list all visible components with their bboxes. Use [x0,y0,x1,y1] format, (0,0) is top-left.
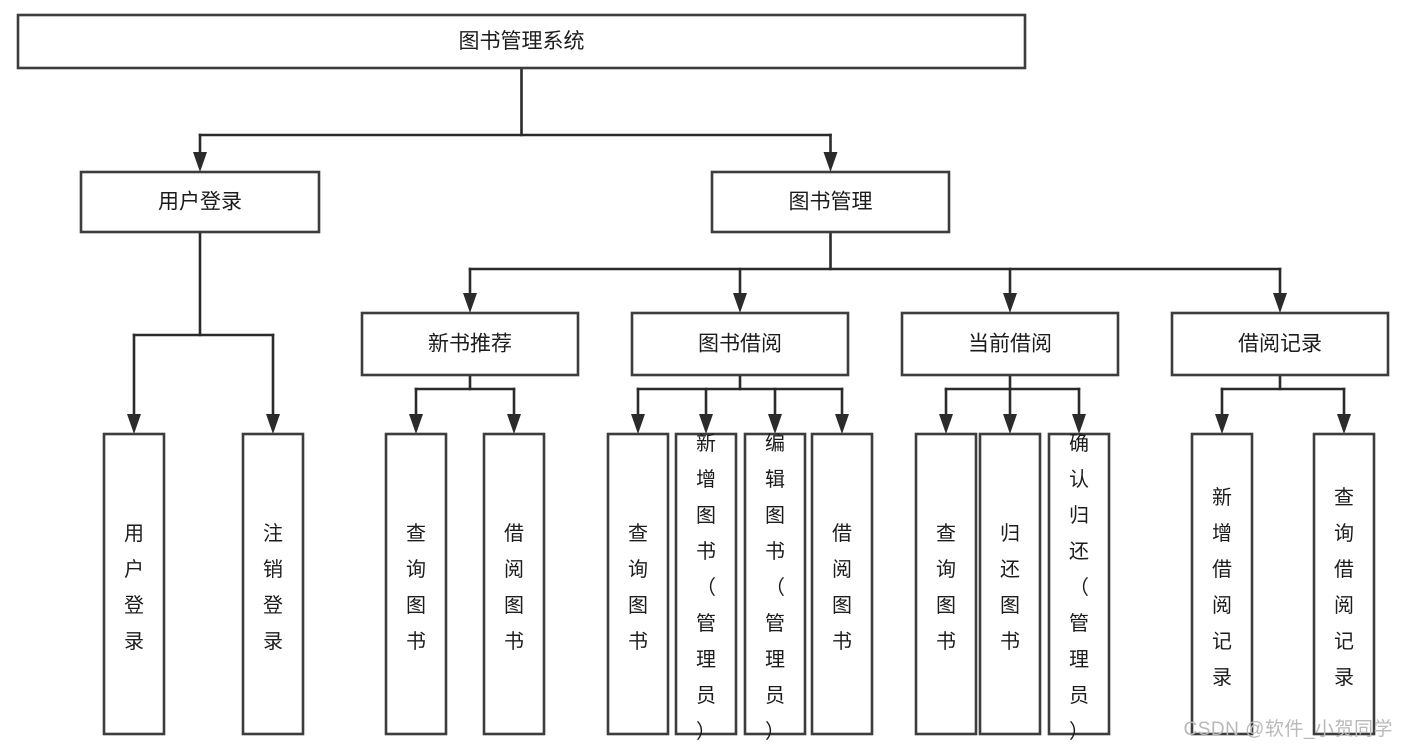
node-leaf-3-借阅图书[interactable]: 借阅图书 [482,432,546,736]
node-label: 借阅图书 [504,522,524,653]
node-box [900,311,1120,377]
node-label: 新增图书（管理员） [696,432,716,743]
node-leaf-5-新增图书（管理员）[interactable]: 新增图书（管理员） [674,432,738,743]
watermark-credit: CSDN @软件_小贺同学 [1183,719,1393,740]
node-box [1312,432,1376,736]
node-box [630,311,850,377]
node-l3-新书推荐[interactable]: 新书推荐 [360,311,580,377]
node-label: 新书推荐 [428,333,512,356]
node-label: 查询图书 [406,522,426,653]
node-box [102,432,166,736]
node-box [810,432,874,736]
node-l3-当前借阅[interactable]: 当前借阅 [900,311,1120,377]
node-label: 图书借阅 [698,333,782,356]
node-box [710,170,951,234]
node-l3-图书借阅[interactable]: 图书借阅 [630,311,850,377]
node-leaf-7-借阅图书[interactable]: 借阅图书 [810,432,874,736]
node-l2-用户登录[interactable]: 用户登录 [79,170,321,234]
node-label: 借阅图书 [832,522,852,653]
node-box [674,432,738,736]
node-label: 查询借阅记录 [1334,486,1354,689]
node-box [606,432,670,736]
node-box [360,311,580,377]
node-leaf-9-归还图书[interactable]: 归还图书 [978,432,1042,736]
node-label: 查询图书 [936,522,956,653]
node-root-图书管理系统[interactable]: 图书管理系统 [16,13,1027,70]
node-leaf-12-查询借阅记录[interactable]: 查询借阅记录 [1312,432,1376,736]
node-label: 借阅记录 [1238,333,1322,356]
node-leaf-0-用户登录[interactable]: 用户登录 [102,432,166,736]
node-box [743,432,807,736]
node-box [978,432,1042,736]
node-leaf-2-查询图书[interactable]: 查询图书 [384,432,448,736]
node-label: 编辑图书（管理员） [765,432,785,743]
edges-layer [127,66,1351,434]
node-leaf-10-确认归还（管理员）[interactable]: 确认归还（管理员） [1047,432,1111,743]
node-label: 用户登录 [158,191,242,214]
node-box [1170,311,1390,377]
node-box [79,170,321,234]
node-l2-图书管理[interactable]: 图书管理 [710,170,951,234]
node-box [1190,432,1254,736]
node-leaf-4-查询图书[interactable]: 查询图书 [606,432,670,736]
node-leaf-6-编辑图书（管理员）[interactable]: 编辑图书（管理员） [743,432,807,743]
node-label: 确认归还（管理员） [1069,432,1089,743]
node-label: 查询图书 [628,522,648,653]
nodes-layer: 图书管理系统用户登录图书管理新书推荐图书借阅当前借阅借阅记录用户登录注销登录查询… [16,13,1390,743]
node-box [384,432,448,736]
node-label: 新增借阅记录 [1212,486,1232,689]
node-box [1047,432,1111,736]
node-l3-借阅记录[interactable]: 借阅记录 [1170,311,1390,377]
node-box [241,432,305,736]
node-box [16,13,1027,70]
node-label: 图书管理系统 [459,30,585,53]
node-label: 图书管理 [789,191,873,214]
node-leaf-11-新增借阅记录[interactable]: 新增借阅记录 [1190,432,1254,736]
node-label: 注销登录 [263,522,283,653]
node-label: 当前借阅 [968,333,1052,356]
node-label: 归还图书 [1000,522,1020,653]
node-box [914,432,978,736]
node-label: 用户登录 [124,523,144,653]
node-leaf-8-查询图书[interactable]: 查询图书 [914,432,978,736]
node-leaf-1-注销登录[interactable]: 注销登录 [241,432,305,736]
node-box [482,432,546,736]
